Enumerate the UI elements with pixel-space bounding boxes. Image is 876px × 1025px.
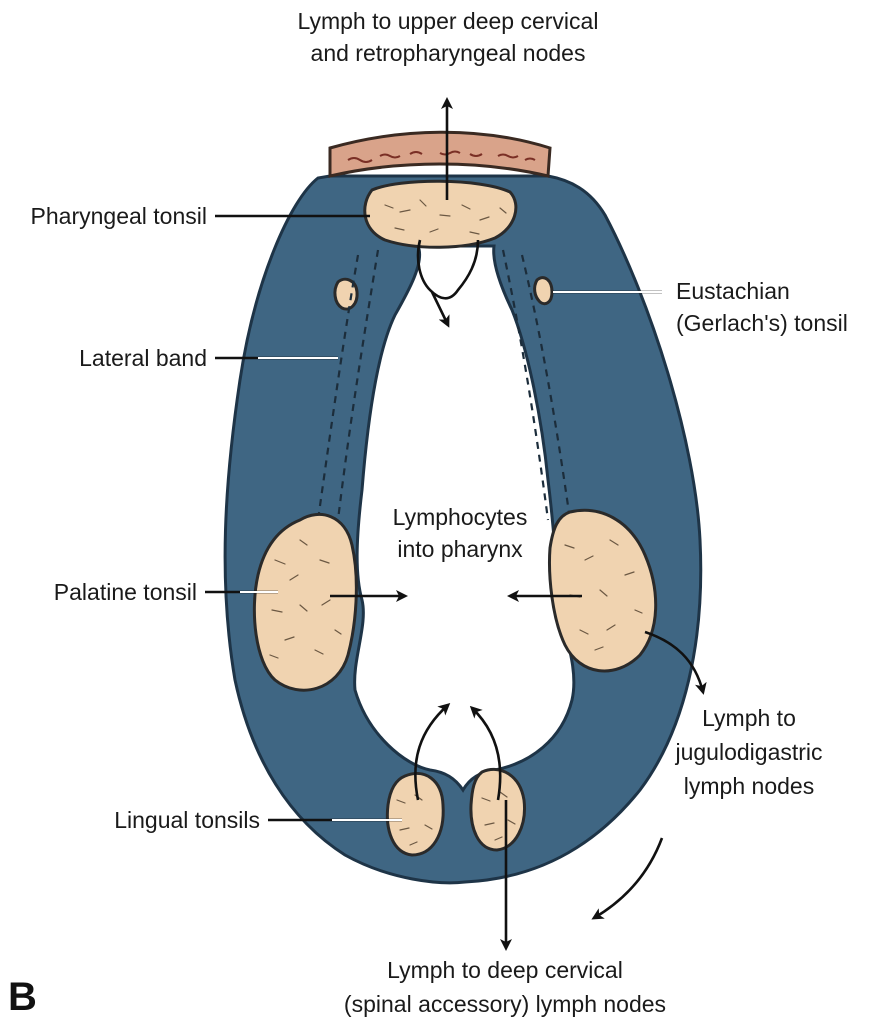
label-lingual-tonsils: Lingual tonsils [114,807,260,833]
label-top-line2: and retropharyngeal nodes [311,40,586,66]
pharyngeal-tonsil [365,181,516,247]
label-jugulo-line1: Lymph to [702,705,796,731]
label-top-line1: Lymph to upper deep cervical [298,8,599,34]
arrow-lower-right-curve [594,838,662,918]
label-pharyngeal-tonsil: Pharyngeal tonsil [31,203,207,229]
label-jugulo-line2: jugulodigastric [674,739,822,765]
label-bottom-line1: Lymph to deep cervical [387,957,623,983]
panel-letter: B [8,975,37,1019]
label-lymphocytes-line2: into pharynx [397,536,523,562]
lingual-tonsil-right [471,769,525,850]
arrow-pharyngeal-down [418,240,478,325]
label-jugulo-line3: lymph nodes [684,773,814,799]
label-eustachian-line2: (Gerlach's) tonsil [676,310,848,336]
label-bottom-line2: (spinal accessory) lymph nodes [344,991,666,1017]
eustachian-tonsil-right [535,278,552,304]
label-lymphocytes-line1: Lymphocytes [393,504,528,530]
label-palatine-tonsil: Palatine tonsil [54,579,197,605]
label-eustachian-line1: Eustachian [676,278,790,304]
label-lateral-band: Lateral band [79,345,207,371]
